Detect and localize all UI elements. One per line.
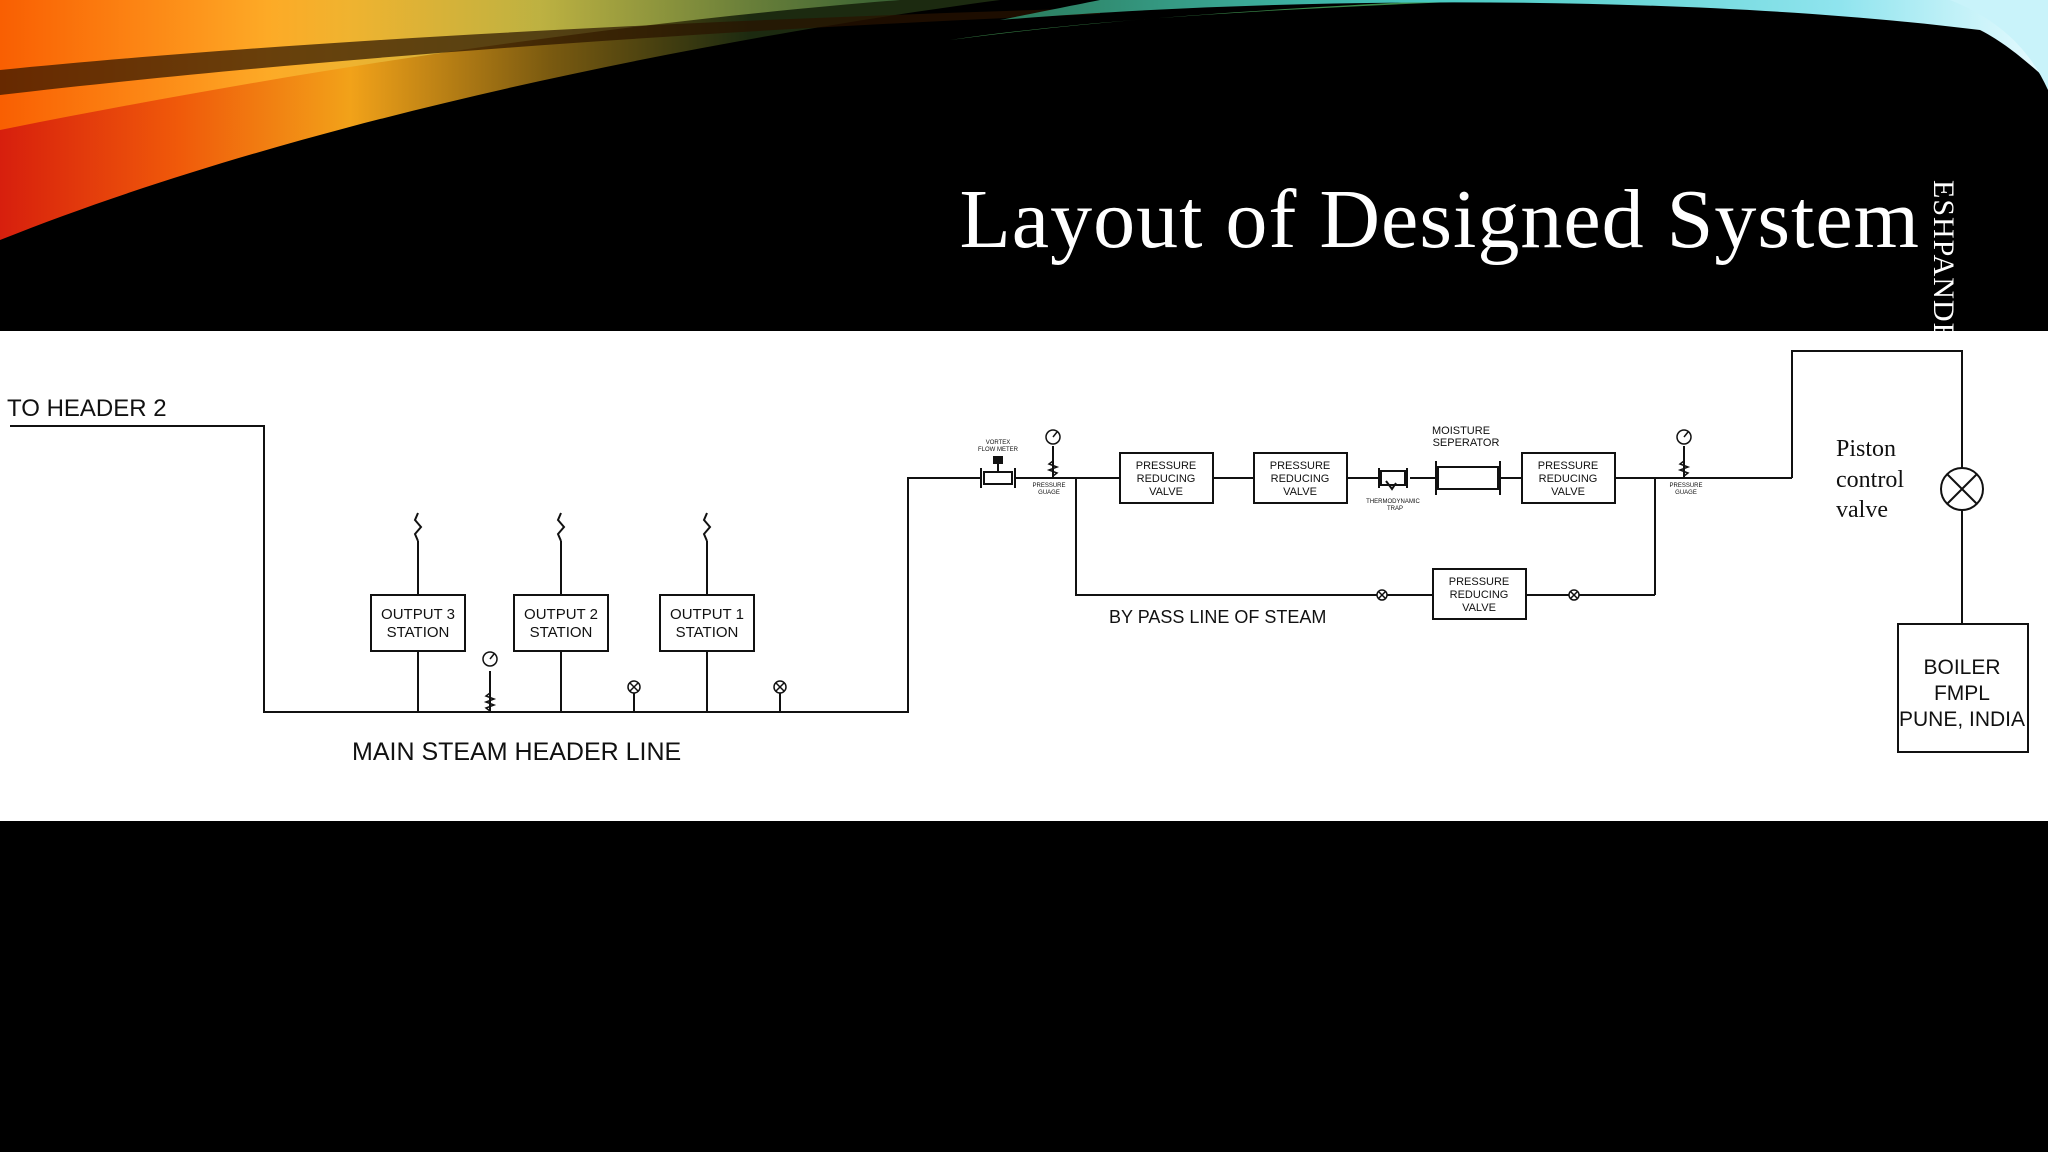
station2-label-line2: STATION (530, 624, 593, 641)
prv-bypass-label-line1: PRESSURE (1449, 576, 1510, 588)
prv1-label-line2: REDUCING (1137, 473, 1196, 485)
moisture-separator-label-line1: MOISTURE (1432, 425, 1490, 437)
output2-station-box (513, 594, 609, 652)
piston-control-valve-icon (1940, 467, 1984, 511)
boiler-box (1897, 623, 2029, 753)
main-steam-header-label: MAIN STEAM HEADER LINE (352, 738, 681, 766)
vortex-label-line1: VORTEX (986, 440, 1011, 446)
to-header2-label: TO HEADER 2 (7, 395, 167, 422)
moisture-separator-icon (1435, 461, 1501, 495)
station1-label-line1: OUTPUT 1 (670, 606, 744, 623)
gauge2-label-line1: PRESSURE (1669, 483, 1702, 489)
station3-label-line2: STATION (387, 624, 450, 641)
prv-bypass-box (1432, 568, 1527, 620)
prv2-label-line3: VALVE (1283, 486, 1317, 498)
moisture-separator-label-line2: SEPERATOR (1433, 437, 1500, 449)
prv2-label-line2: REDUCING (1271, 473, 1330, 485)
boiler-label-line2: FMPL (1934, 682, 1990, 705)
prv-bypass-label-line2: REDUCING (1450, 589, 1509, 601)
gauge1-label-line1: PRESSURE (1032, 483, 1065, 489)
prv3-label-line3: VALVE (1551, 486, 1585, 498)
trap-label-line1: THERMODYNAMIC (1366, 499, 1420, 505)
piston-valve-label-line2: control (1836, 467, 1904, 493)
output1-station-box (659, 594, 755, 652)
output3-station-box (370, 594, 466, 652)
prv-bypass-label-line3: VALVE (1462, 602, 1496, 614)
vortex-flow-meter-icon (980, 456, 1016, 488)
boiler-label-line3: PUNE, INDIA (1899, 708, 2025, 731)
prv3-box (1521, 452, 1616, 504)
station3-label-line1: OUTPUT 3 (381, 606, 455, 623)
diagram-svg: TO HEADER 2 MAIN STEAM HEADER LINE BY PA… (7, 350, 2029, 766)
bypass-line-label: BY PASS LINE OF STEAM (1109, 607, 1326, 627)
decorative-banner (0, 0, 2048, 260)
prv1-label-line1: PRESSURE (1136, 460, 1197, 472)
prv2-box (1253, 452, 1348, 504)
piston-valve-label-line3: valve (1836, 497, 1888, 523)
boiler-label-line1: BOILER (1923, 656, 2000, 679)
station2-label-line1: OUTPUT 2 (524, 606, 598, 623)
prv3-label-line1: PRESSURE (1538, 460, 1599, 472)
prv1-label-line3: VALVE (1149, 486, 1183, 498)
trap-label-line2: TRAP (1387, 506, 1403, 512)
vortex-label-line2: FLOW METER (978, 447, 1019, 453)
prv2-label-line1: PRESSURE (1270, 460, 1331, 472)
system-layout-diagram: TO HEADER 2 MAIN STEAM HEADER LINE BY PA… (0, 331, 2048, 821)
station1-label-line2: STATION (676, 624, 739, 641)
gauge2-label-line2: GUAGE (1675, 490, 1697, 496)
prv1-box (1119, 452, 1214, 504)
prv3-label-line2: REDUCING (1539, 473, 1598, 485)
gauge1-label-line2: GUAGE (1038, 490, 1060, 496)
thermodynamic-trap-icon (1378, 468, 1408, 491)
header2-pipe (10, 425, 982, 713)
piston-valve-label-line1: Piston (1836, 436, 1896, 462)
slide-title: Layout of Designed System (959, 173, 1920, 266)
